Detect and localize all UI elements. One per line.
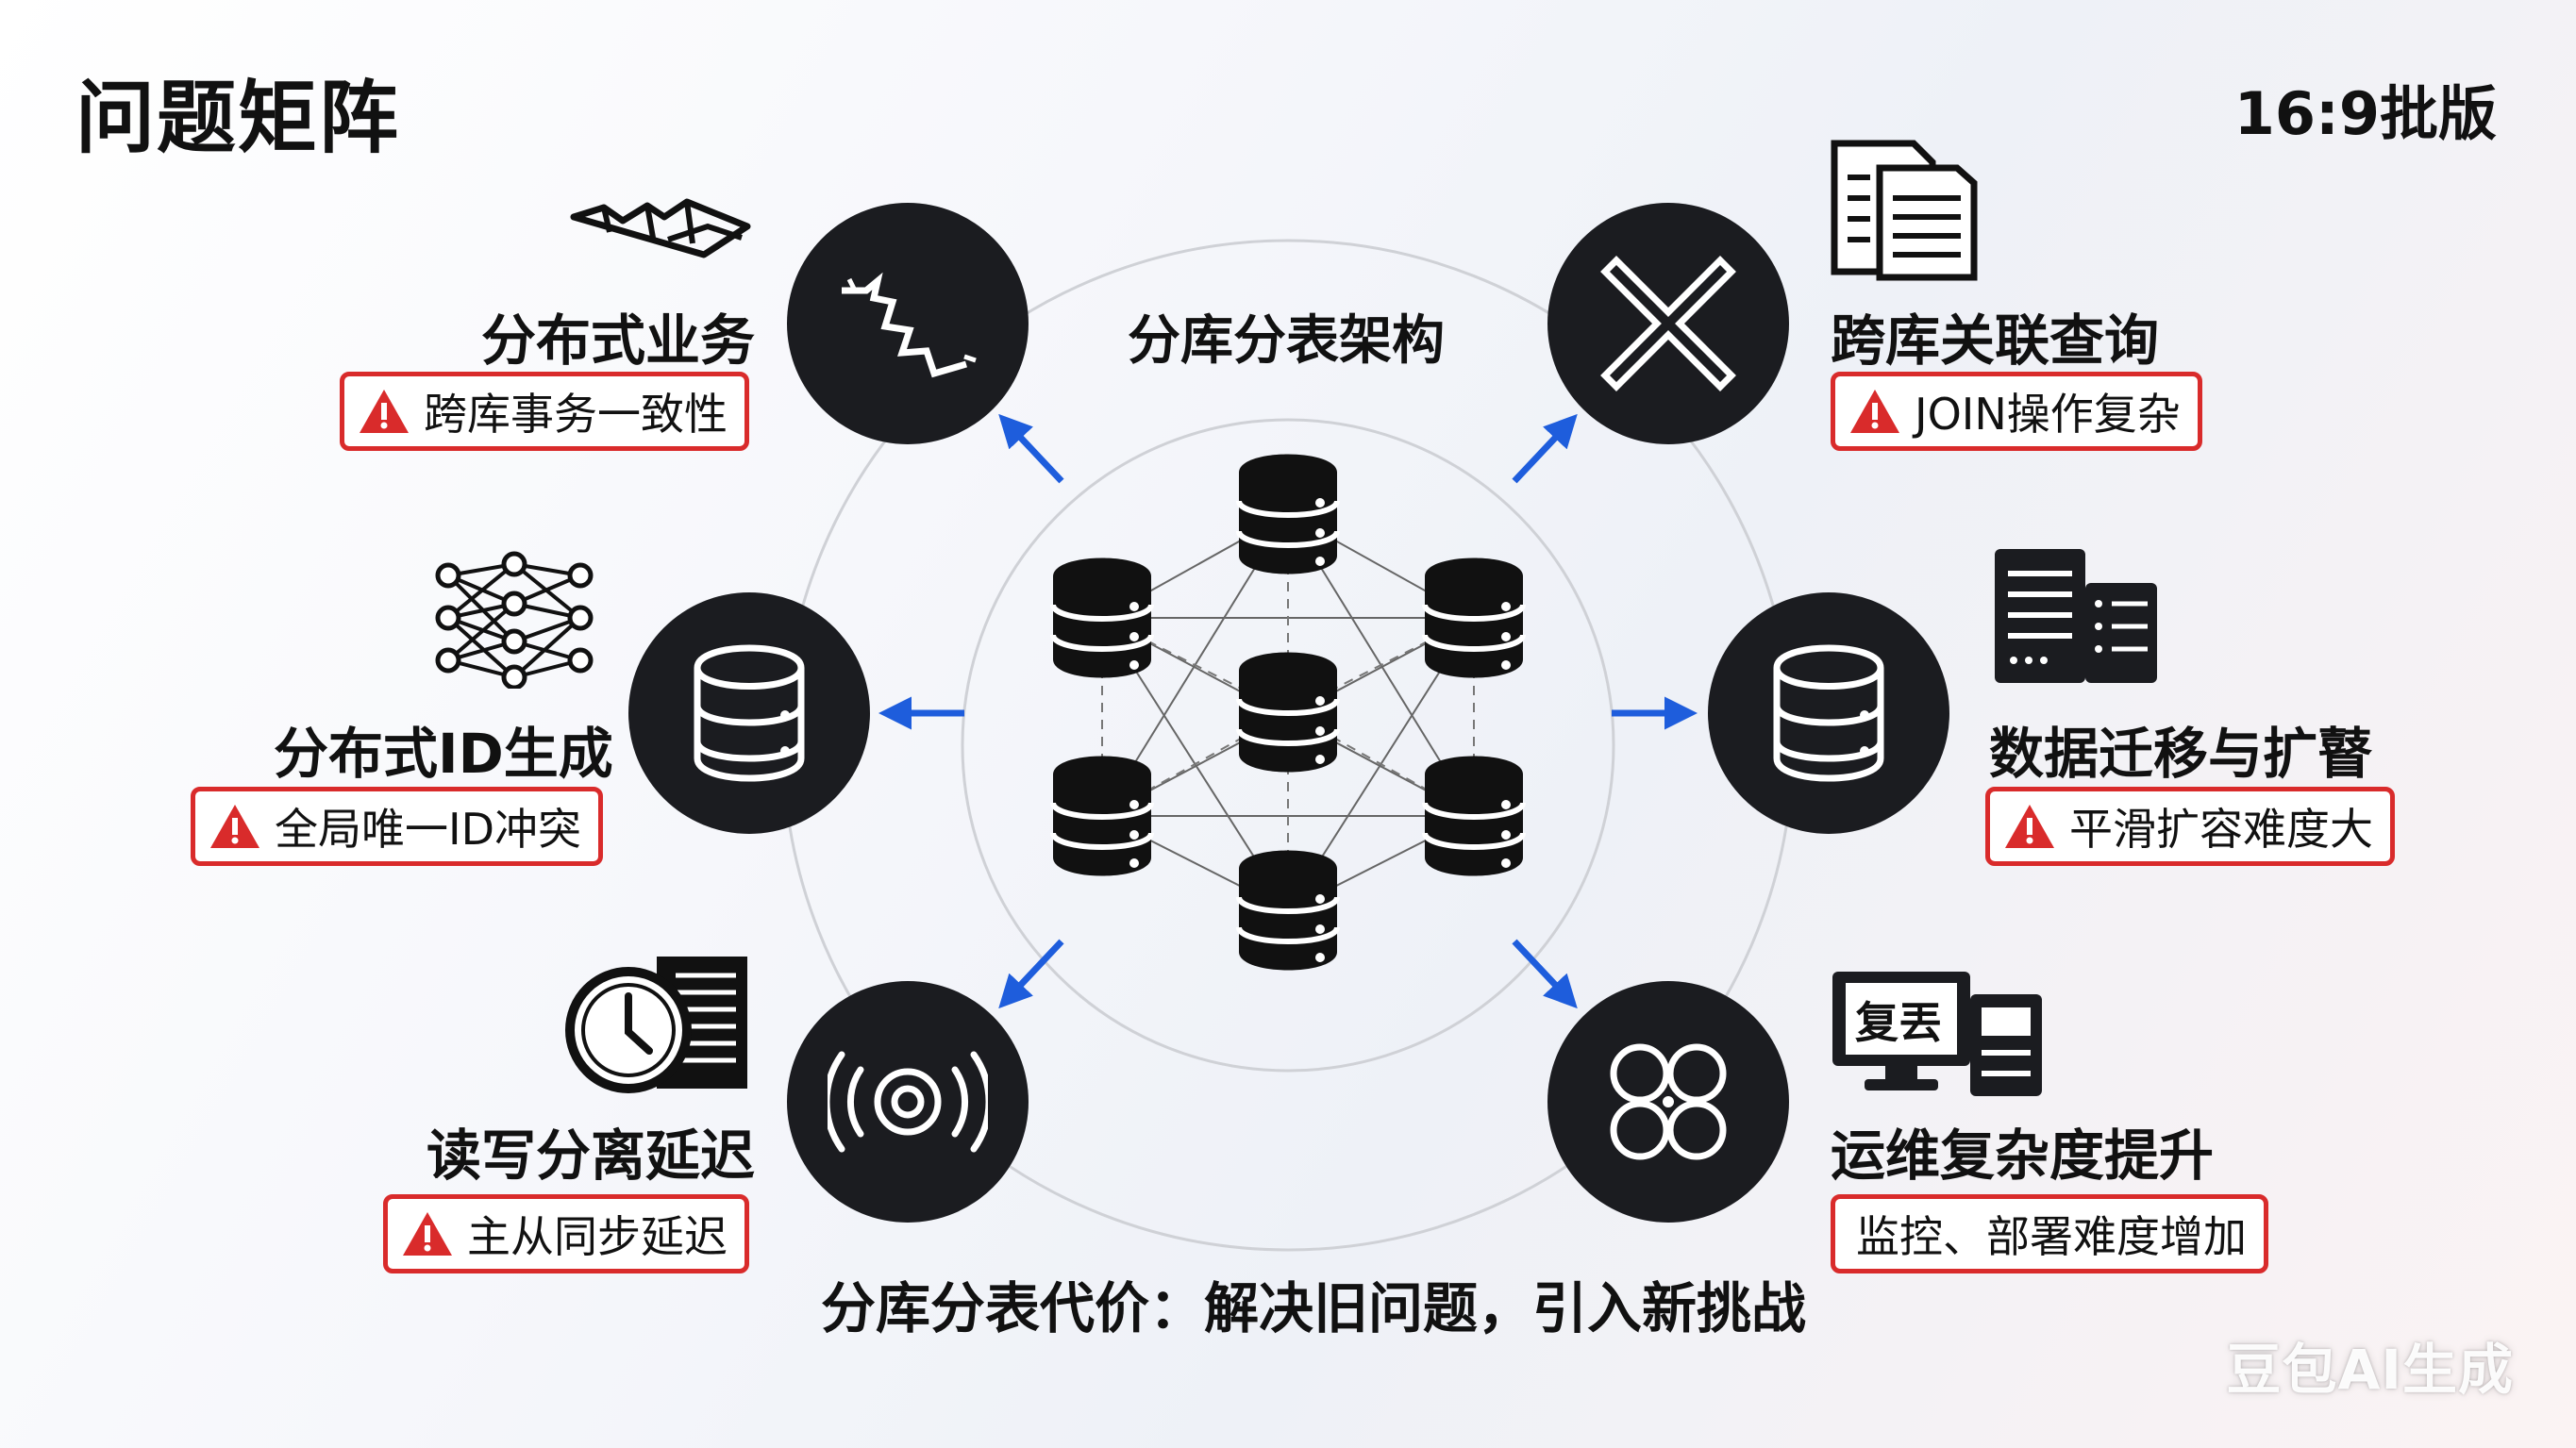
label-distributed-id: 分布式ID生成	[274, 722, 613, 786]
label-read-write-split: 读写分离延迟	[427, 1123, 756, 1188]
watermark: 豆包AI生成	[2226, 1338, 2514, 1402]
label-distributed-business: 分布式业务	[481, 308, 756, 373]
db-node-lower-right	[1425, 757, 1523, 876]
warning-icon	[1850, 390, 1899, 433]
warning-text: 跨库事务一致性	[424, 389, 728, 440]
label-data-migration: 数据迁移与扩瞽	[1989, 722, 2373, 786]
warning-read-write-split: 主从同步延迟	[383, 1194, 749, 1273]
db-node-center	[1239, 653, 1337, 773]
page-title: 问题矩阵	[75, 72, 401, 164]
db-node-upper-right	[1425, 558, 1523, 678]
node-data-migration	[1708, 592, 1949, 834]
node-distributed-business	[787, 203, 1029, 444]
warning-icon	[360, 390, 409, 433]
bottom-caption: 分库分表代价：解决旧问题，引入新挑战	[821, 1276, 1807, 1340]
warning-text: 全局唯一ID冲突	[275, 804, 581, 855]
label-cross-db-join: 跨库关联查询	[1831, 308, 2160, 373]
node-distributed-id	[628, 592, 870, 834]
database-icon	[694, 644, 805, 782]
server-rack-icon	[1995, 549, 2157, 683]
db-node-upper-left	[1053, 558, 1151, 678]
db-node-top	[1239, 455, 1337, 574]
broken-line-icon	[842, 272, 977, 378]
label-ops-complexity: 运维复杂度提升	[1831, 1123, 2215, 1188]
db-node-bottom	[1239, 851, 1337, 971]
warning-data-migration: 平滑扩容难度大	[1985, 787, 2395, 866]
radio-waves-icon	[828, 1051, 988, 1153]
folded-map-icon	[570, 198, 751, 258]
database-icon	[1773, 644, 1884, 782]
node-ops-complexity	[1547, 981, 1789, 1223]
monitor-text: 复丟	[1855, 997, 1942, 1048]
ratio-badge: 16:9批版	[2233, 79, 2497, 148]
warning-text: 主从同步延迟	[467, 1211, 728, 1262]
center-label: 分库分表架构	[1128, 310, 1445, 372]
four-circles-icon	[1610, 1043, 1727, 1160]
warning-text: 平滑扩容难度大	[2069, 804, 2373, 855]
clock-document-icon	[565, 957, 747, 1093]
warning-icon	[2005, 805, 2054, 848]
db-node-lower-left	[1053, 757, 1151, 876]
inner-ring	[961, 418, 1615, 1073]
node-read-write-split	[787, 981, 1029, 1223]
warning-cross-db-join: JOIN操作复杂	[1831, 372, 2202, 451]
cross-x-icon	[1600, 256, 1736, 391]
warning-text: JOIN操作复杂	[1915, 389, 2181, 440]
node-cross-db-join	[1547, 203, 1789, 444]
documents-icon	[1831, 140, 1978, 281]
warning-distributed-business: 跨库事务一致性	[340, 372, 749, 451]
warning-icon	[403, 1212, 452, 1256]
warning-text: 监控、部署难度增加	[1856, 1211, 2247, 1262]
arrows	[878, 413, 1698, 1009]
warning-icon	[210, 805, 259, 848]
warning-distributed-id: 全局唯一ID冲突	[191, 787, 603, 866]
neural-network-icon	[435, 551, 594, 689]
warning-ops-complexity: 监控、部署难度增加	[1831, 1194, 2268, 1273]
monitor-icon: 复丟	[1832, 972, 2042, 1096]
